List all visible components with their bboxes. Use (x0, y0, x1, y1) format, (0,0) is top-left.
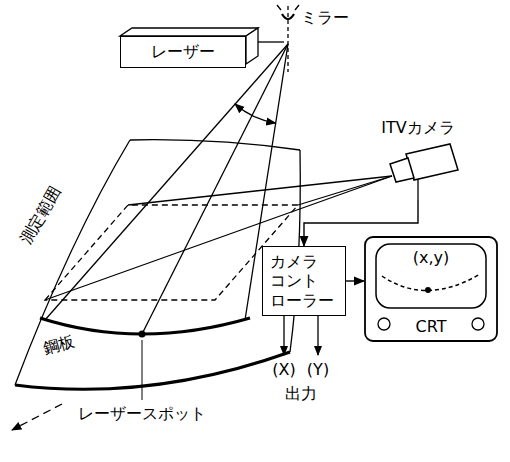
crt-monitor: (x,y) CRT (364, 236, 498, 342)
mirror-label: ミラー (300, 8, 350, 27)
output-arrow (317, 316, 318, 355)
output-arrow (283, 316, 284, 355)
mirror-mark (295, 5, 299, 10)
steel-plate-edge (15, 140, 130, 385)
node-text: レーザー (151, 42, 215, 61)
steel-plate-edge (130, 140, 300, 150)
profile-trace (382, 274, 480, 291)
node-text: ITVカメラ (372, 118, 464, 137)
steel-plate-label: 鋼板 (40, 331, 78, 358)
output-signal-name: (Y) (306, 360, 330, 379)
laser-top-face (120, 28, 258, 36)
node-text: CRT (364, 317, 498, 336)
node-text: (x,y) (364, 248, 498, 267)
camera-cable (417, 179, 418, 200)
measuring-range-label: 測定範囲 (15, 182, 65, 249)
laser-scan-ray (45, 44, 288, 320)
laser-unit: レーザー (120, 36, 246, 68)
scan-direction-arc (235, 104, 276, 123)
mirror-axis (287, 6, 288, 72)
laser-spot (139, 331, 146, 338)
camera-controller: カメラ コント ローラー (262, 246, 346, 316)
itv-camera: ITVカメラ (372, 118, 464, 200)
signal-connector (346, 280, 364, 281)
crt-knob (472, 318, 484, 330)
spot-leader-line (142, 340, 143, 400)
crt-frame (365, 237, 497, 341)
laser-spot-label: レーザースポット (77, 404, 207, 423)
figure-lines (12, 5, 392, 430)
crt-knob (378, 318, 390, 330)
camera-lens (390, 158, 414, 182)
mirror-symbol (282, 14, 294, 19)
output-signal-name: (X) (271, 360, 296, 379)
node-text: カメラ コント ローラー (270, 252, 337, 310)
steel-plate-front-edge (15, 352, 290, 389)
mirror-mark (277, 5, 281, 10)
output-label: 出力 (284, 384, 318, 403)
profile-point (425, 287, 431, 293)
laser-beam (258, 41, 284, 42)
laser-side-face (246, 28, 258, 64)
travel-direction-arrow (12, 404, 62, 430)
camera-body (406, 144, 458, 180)
